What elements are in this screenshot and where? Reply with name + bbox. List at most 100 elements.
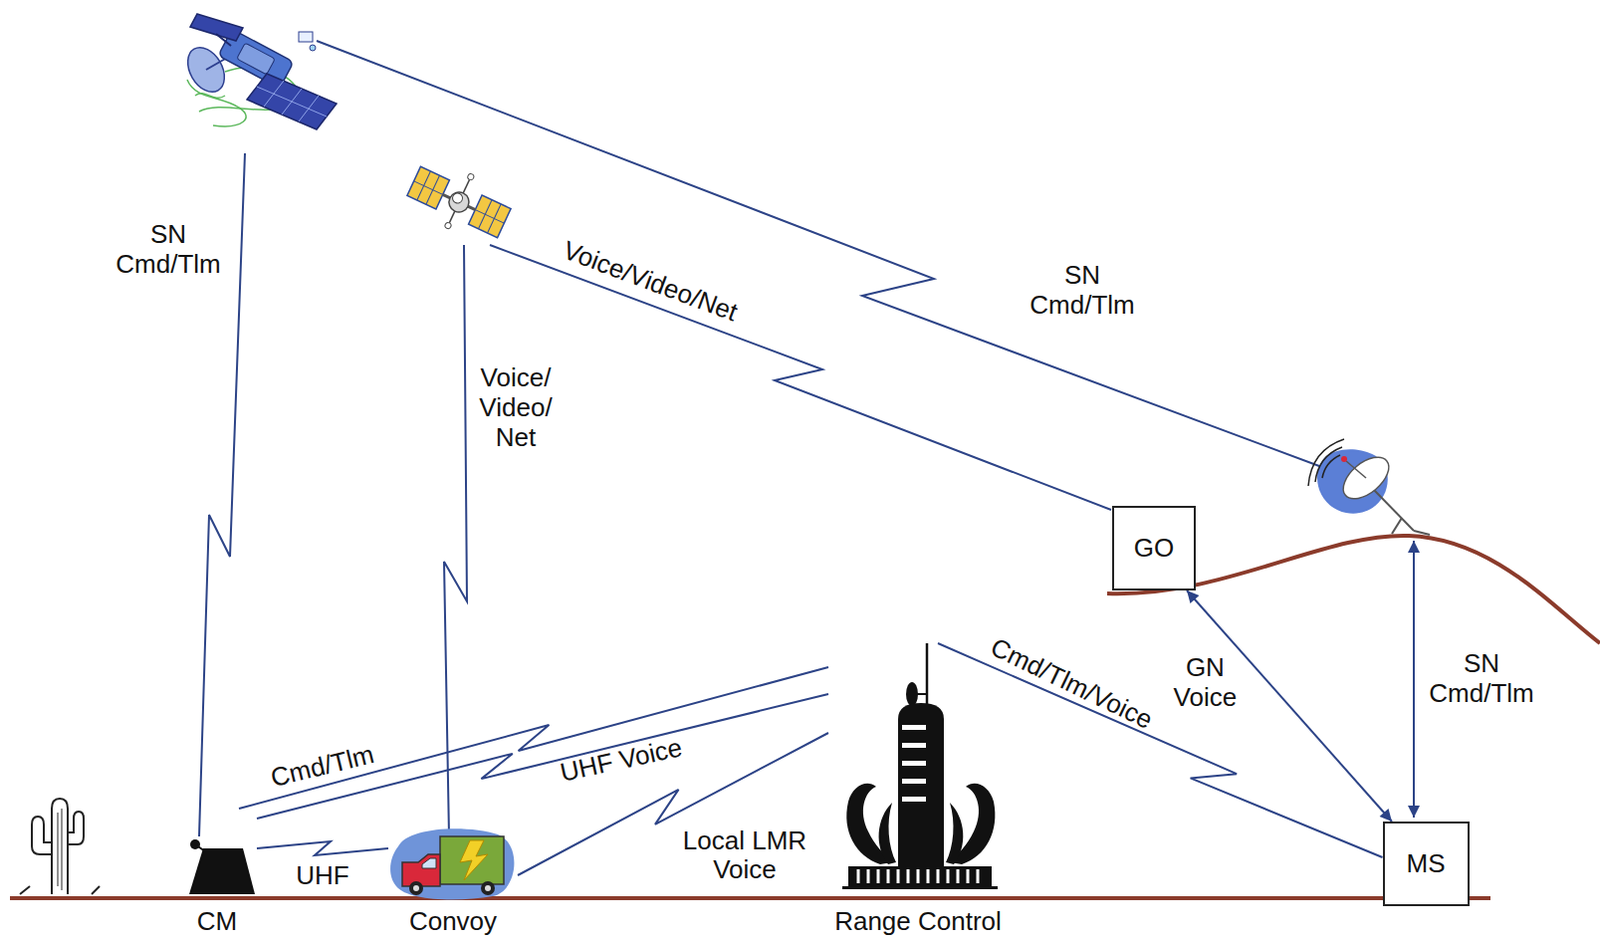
cactus xyxy=(19,798,100,895)
comm-satellite xyxy=(407,166,451,210)
control-building xyxy=(902,760,926,766)
signal-label-text: SN Cmd/Tlm xyxy=(1421,649,1542,709)
relay-satellite xyxy=(195,93,226,99)
comm-satellite xyxy=(444,222,453,230)
link-label: Local LMR Voice xyxy=(675,826,815,887)
control-building xyxy=(867,869,871,884)
control-building xyxy=(902,778,926,784)
ground-dish xyxy=(1373,489,1414,531)
signal-label-text: SN Cmd/Tlm xyxy=(1022,260,1143,321)
mobile-station-symbol xyxy=(189,839,255,895)
control-building xyxy=(897,869,901,884)
station-label: CM xyxy=(177,808,257,939)
control-building xyxy=(916,869,920,884)
link-label-text: Cmd/Tlm xyxy=(267,739,378,794)
control-building xyxy=(857,869,861,884)
signal-label-text: Voice/ Video/ Net xyxy=(473,363,559,454)
link-label-text: UHF xyxy=(295,861,349,892)
link-line xyxy=(256,841,389,856)
control-building xyxy=(925,643,929,705)
node-label: Convoy xyxy=(409,907,497,937)
signal-label: Voice/Video/Net xyxy=(558,235,741,329)
control-building xyxy=(945,802,963,865)
cactus xyxy=(91,886,100,895)
link-label-text: Cmd/Tlm/Voice xyxy=(985,633,1157,736)
convoy-truck xyxy=(422,858,437,869)
node-label: Range Control xyxy=(834,907,1002,937)
control-building xyxy=(902,742,926,748)
comm-satellite xyxy=(451,191,464,205)
convoy-truck xyxy=(440,836,504,885)
comm-satellite xyxy=(466,173,475,182)
comm-satellite xyxy=(449,211,455,224)
ground-dish xyxy=(1315,447,1343,482)
link-label: Cmd/Tlm xyxy=(267,739,378,794)
relay-satellite xyxy=(256,86,327,117)
radio-link xyxy=(1412,540,1415,818)
radio-link xyxy=(316,40,1328,469)
comm-satellite xyxy=(401,153,517,250)
control-building xyxy=(887,869,891,884)
control-building xyxy=(902,796,926,802)
ground-dish xyxy=(1308,439,1345,486)
ground-dish xyxy=(1308,439,1430,535)
control-building xyxy=(926,869,930,884)
link-label-text: GN Voice xyxy=(1164,653,1245,713)
radio-link xyxy=(199,40,1414,837)
comm-satellite xyxy=(462,179,469,194)
ground-dish xyxy=(1336,449,1397,507)
control-building xyxy=(976,869,980,884)
signal-label-text: Voice/Video/Net xyxy=(558,235,741,329)
cactus xyxy=(19,886,30,895)
control-building xyxy=(879,802,897,865)
ground-dish xyxy=(1341,456,1348,462)
relay-satellite xyxy=(236,42,275,75)
site-box: MS xyxy=(1382,821,1470,907)
control-building xyxy=(946,869,950,884)
signal-label: SN Cmd/Tlm xyxy=(108,220,229,280)
cactus xyxy=(57,812,59,887)
ground-dish xyxy=(1413,530,1430,535)
convoy-truck xyxy=(390,828,514,900)
relay-satellite xyxy=(309,44,316,51)
cactus xyxy=(67,811,84,845)
relay-satellite xyxy=(216,33,231,46)
comm-satellite xyxy=(446,189,473,217)
comm-satellite xyxy=(474,210,504,225)
radio-link xyxy=(489,244,1112,510)
relay-satellite xyxy=(180,13,337,130)
convoy-truck xyxy=(484,885,491,892)
mobile-station-symbol xyxy=(190,839,201,850)
control-building xyxy=(912,692,927,695)
signal-label: SN Cmd/Tlm xyxy=(1421,649,1542,709)
ground-dish xyxy=(1346,460,1367,478)
link-line xyxy=(937,643,1383,858)
control-label: Range Control xyxy=(828,643,1008,939)
control-building xyxy=(898,702,944,867)
link-label: GN Voice xyxy=(1164,653,1245,713)
control-building xyxy=(907,869,911,884)
site-box: GO xyxy=(1112,505,1196,591)
comm-satellite xyxy=(468,195,512,238)
node-label: GO xyxy=(1134,533,1174,564)
cactus xyxy=(31,816,52,855)
convoy-truck xyxy=(402,854,441,887)
relay-satellite xyxy=(246,73,337,130)
link-label: Cmd/Tlm/Voice xyxy=(985,633,1157,736)
control-building xyxy=(842,643,998,890)
signal-label: Voice/ Video/ Net xyxy=(473,363,559,454)
ground-dish xyxy=(1391,517,1402,534)
cactus xyxy=(61,808,63,891)
relay-satellite xyxy=(190,13,243,41)
relay-satellite xyxy=(298,31,313,42)
convoy-truck xyxy=(413,885,420,892)
control-building xyxy=(936,869,940,884)
control-building xyxy=(902,724,926,730)
convoy-truck xyxy=(459,840,488,881)
vehicle-label: Convoy xyxy=(388,821,518,939)
convoy-truck xyxy=(409,881,424,896)
